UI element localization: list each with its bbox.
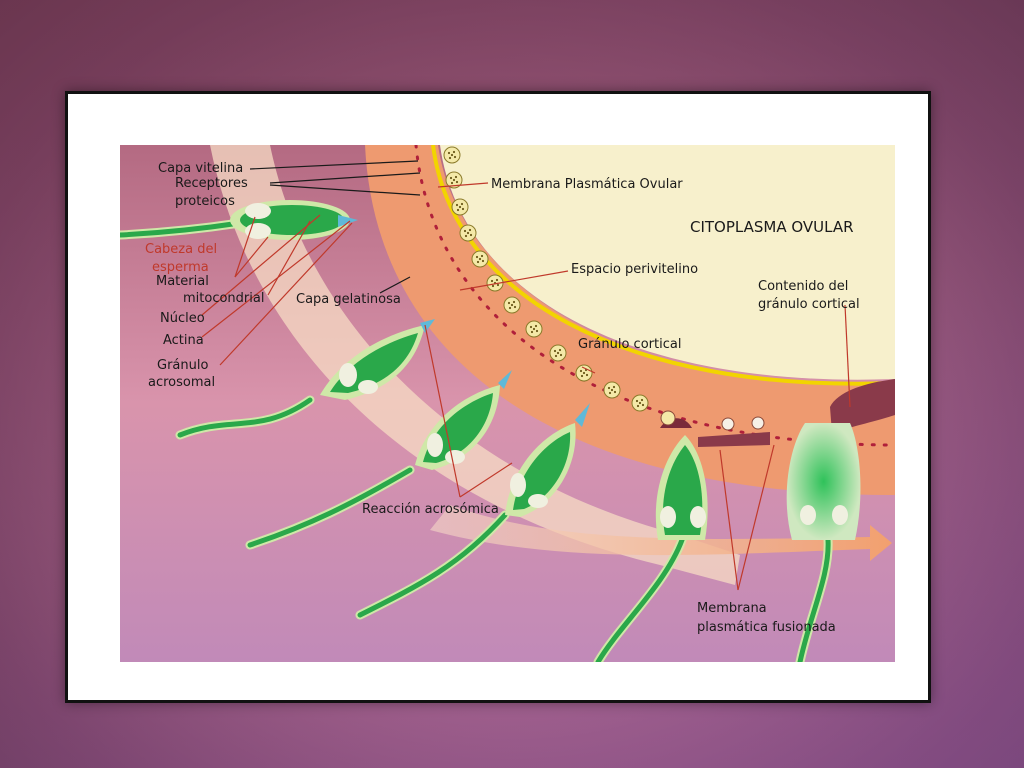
granule-exocytosis (660, 379, 895, 447)
label-granulo-acrosomal-2: acrosomal (148, 375, 215, 390)
label-granulo-cortical: Gránulo cortical (578, 337, 681, 352)
red-leader-lines (201, 182, 851, 591)
label-espacio-perivitelino: Espacio perivitelino (571, 262, 698, 277)
vitelline-layer (431, 145, 895, 386)
fertilization-diagram: Capa vitelina Receptores proteicos Membr… (120, 145, 895, 662)
label-membrana-fusionada-1: Membrana (697, 601, 767, 616)
label-material-2: mitocondrial (183, 291, 264, 306)
sperm-1 (120, 200, 358, 240)
label-actina: Actina (163, 333, 204, 348)
label-capa-vitelina: Capa vitelina (158, 161, 243, 176)
label-capa-gelatinosa: Capa gelatinosa (296, 292, 401, 307)
sperm-5 (593, 435, 708, 662)
sperm-4 (355, 403, 590, 620)
label-membrana-ovular: Membrana Plasmática Ovular (491, 177, 683, 192)
perivitelline-dots (414, 145, 895, 447)
gelatinous-layer (365, 145, 895, 495)
sperm-2 (175, 319, 435, 440)
label-cabeza-1: Cabeza del (145, 242, 217, 257)
black-leader-lines (249, 160, 421, 294)
label-material-1: Material (156, 274, 209, 289)
label-granulo-acrosomal-1: Gránulo (157, 358, 208, 373)
label-contenido-1: Contenido del (758, 279, 848, 294)
sperm-6 (786, 423, 861, 662)
ovular-cytoplasm (440, 145, 895, 380)
label-nucleo: Núcleo (160, 311, 205, 326)
label-receptores-1: Receptores (175, 176, 248, 191)
label-cabeza-2: esperma (152, 260, 209, 275)
movement-arrow (430, 505, 892, 561)
label-citoplasma: CITOPLASMA OVULAR (690, 218, 854, 236)
label-receptores-2: proteicos (175, 194, 235, 209)
label-reaccion-acrosomica: Reacción acrosómica (362, 502, 499, 517)
label-membrana-fusionada-2: plasmática fusionada (697, 620, 836, 635)
label-contenido-2: gránulo cortical (758, 297, 860, 312)
sperm-3 (245, 370, 512, 550)
